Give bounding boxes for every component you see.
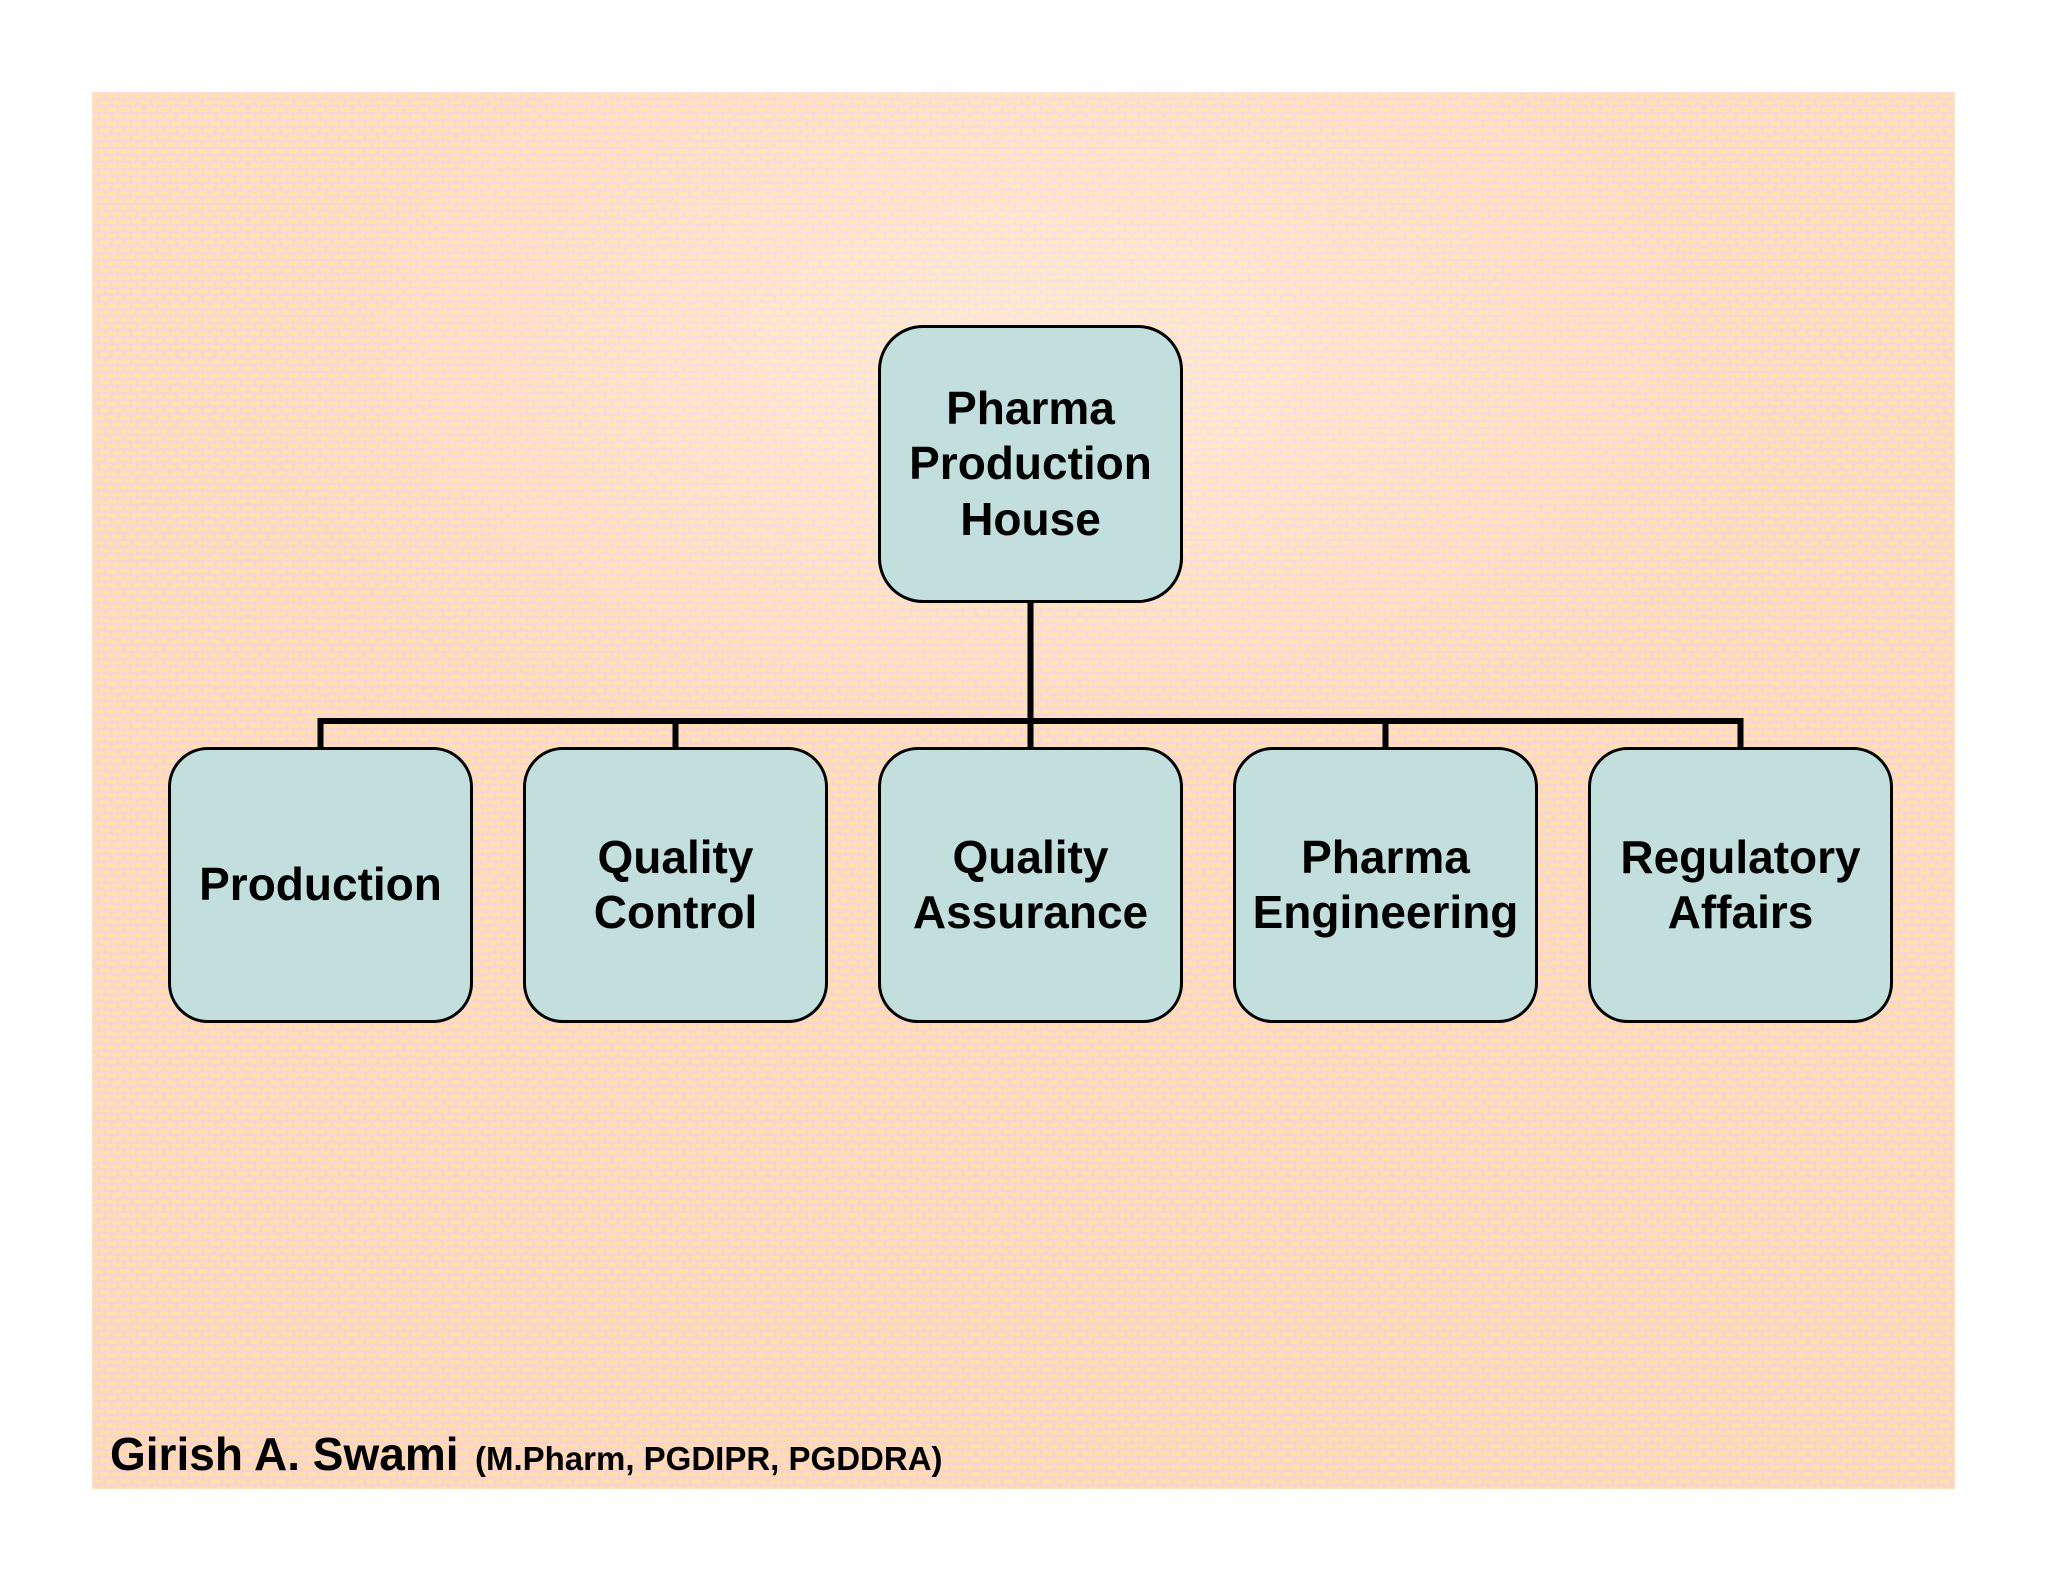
org-node-regulatory-affairs: Regulatory Affairs xyxy=(1588,747,1893,1023)
org-node-label: Pharma Engineering xyxy=(1252,830,1519,938)
author-credentials: (M.Pharm, PGDIPR, PGDDRA) xyxy=(474,1440,943,1477)
org-node-quality-assurance: Quality Assurance xyxy=(878,747,1183,1023)
org-node-label: Quality Control xyxy=(593,830,758,938)
org-node-production: Production xyxy=(168,747,473,1023)
org-node-quality-control: Quality Control xyxy=(523,747,828,1023)
connector-path xyxy=(317,601,1744,749)
slide-canvas: Pharma Production House Production Quali… xyxy=(92,92,1955,1489)
org-node-pharma-engineering: Pharma Engineering xyxy=(1233,747,1538,1023)
org-node-root-label: Pharma Production House xyxy=(909,382,1152,545)
author-signature: Girish A. Swami (M.Pharm, PGDIPR, PGDDRA… xyxy=(110,1427,943,1481)
org-node-label: Production xyxy=(199,858,442,911)
org-node-label: Regulatory Affairs xyxy=(1620,830,1861,938)
org-node-label: Quality Assurance xyxy=(912,830,1149,938)
org-node-root: Pharma Production House xyxy=(878,325,1183,603)
author-name: Girish A. Swami xyxy=(110,1428,459,1480)
org-connector-lines xyxy=(317,601,1744,749)
